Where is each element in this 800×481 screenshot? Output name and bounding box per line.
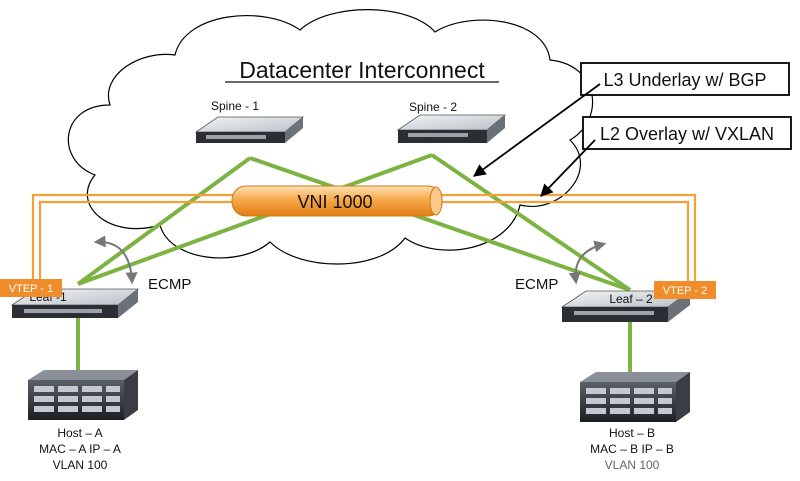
ecmp-right-arrow: [568, 240, 607, 285]
spine-1-label: Spine - 1: [211, 99, 259, 113]
diagram-title: Datacenter Interconnect: [239, 57, 485, 83]
host-a-addr: MAC – A IP – A: [39, 442, 121, 456]
spine-2-label: Spine - 2: [409, 100, 457, 114]
host-a-server: [28, 370, 138, 420]
host-a-vlan: VLAN 100: [53, 458, 108, 472]
overlay-lines: [31, 193, 697, 288]
host-b-server: [580, 372, 690, 422]
overlay-callout-label: L2 Overlay w/ VXLAN: [600, 124, 774, 144]
spine-1-switch: [194, 116, 305, 143]
vtep-1-badge: VTEP - 1: [0, 279, 62, 297]
host-b-name: Host – B: [609, 426, 655, 440]
spine-2-switch: [396, 114, 507, 143]
host-b-vlan: VLAN 100: [605, 458, 660, 472]
ecmp-left-arrow: [93, 235, 138, 285]
ecmp-left-label: ECMP: [148, 276, 191, 293]
vtep-2-label: VTEP - 2: [663, 285, 707, 297]
host-a-name: Host – A: [57, 426, 102, 440]
cloud-shape: [67, 9, 594, 265]
underlay-callout-arrow: [472, 83, 601, 177]
leaf-2-label: Leaf – 2: [609, 292, 653, 306]
overlay-callout-arrow: [540, 139, 596, 197]
vtep-2-badge: VTEP - 2: [654, 281, 716, 299]
vni-tunnel: VNI 1000: [231, 185, 443, 217]
overlay-line-left-outer: [31, 193, 240, 288]
overlay-line-right-outer: [440, 193, 697, 288]
underlay-callout-label: L3 Underlay w/ BGP: [603, 70, 766, 90]
link-spine1-leaf2: [249, 156, 631, 292]
overlay-line-left-inner: [38, 200, 240, 288]
vtep-1-label: VTEP - 1: [9, 283, 53, 295]
underlay-callout: L3 Underlay w/ BGP: [472, 62, 790, 177]
ecmp-right-label: ECMP: [515, 276, 558, 293]
vni-label: VNI 1000: [297, 192, 372, 212]
host-b-addr: MAC – B IP – B: [590, 442, 674, 456]
overlay-line-right-inner: [440, 200, 690, 288]
overlay-callout: L2 Overlay w/ VXLAN: [540, 116, 792, 197]
